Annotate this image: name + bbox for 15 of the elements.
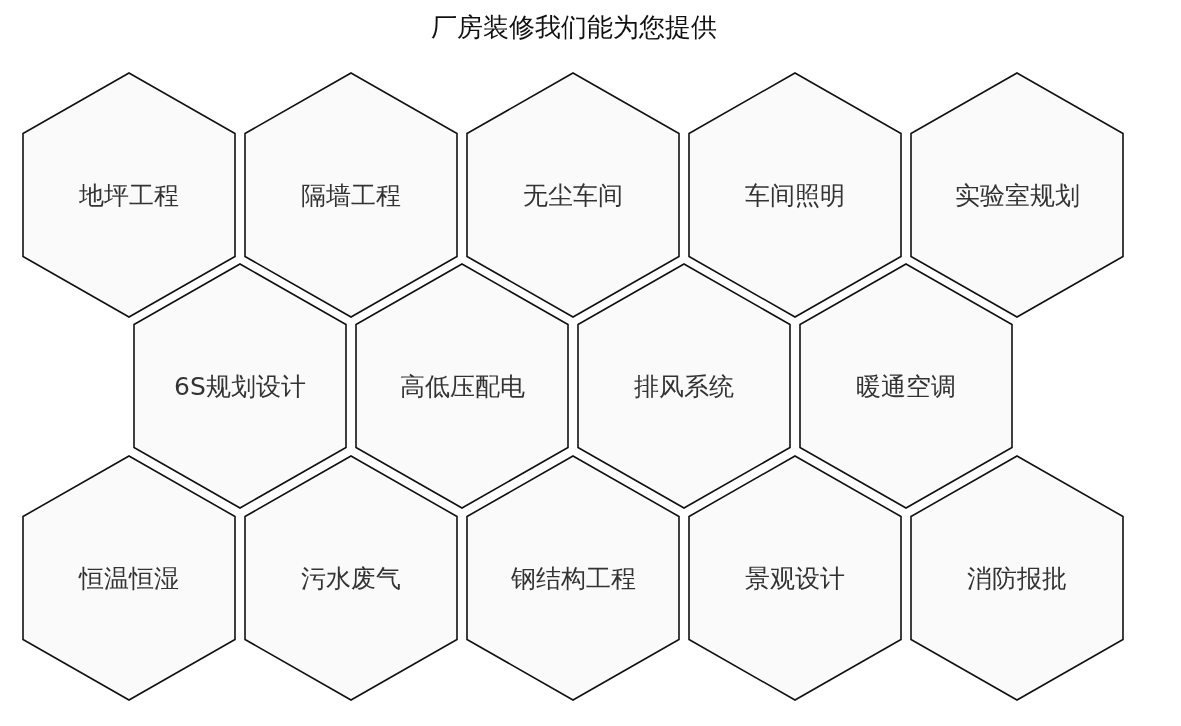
service-label: 消防报批 [967,562,1067,595]
service-label: 景观设计 [745,562,845,595]
service-label: 钢结构工程 [510,562,636,595]
service-label: 污水废气 [301,562,401,595]
service-label: 无尘车间 [523,179,623,212]
service-label: 恒温恒湿 [79,562,179,595]
diagram-title: 厂房装修我们能为您提供 [430,12,717,42]
service-label: 高低压配电 [399,370,525,403]
service-label: 车间照明 [745,179,845,212]
service-label: 实验室规划 [954,179,1080,212]
service-label: 隔墙工程 [301,179,401,212]
service-label: 排风系统 [634,370,734,403]
service-label: 暖通空调 [856,370,956,403]
service-label: 地坪工程 [79,179,179,212]
service-label: 6S规划设计 [174,370,306,403]
